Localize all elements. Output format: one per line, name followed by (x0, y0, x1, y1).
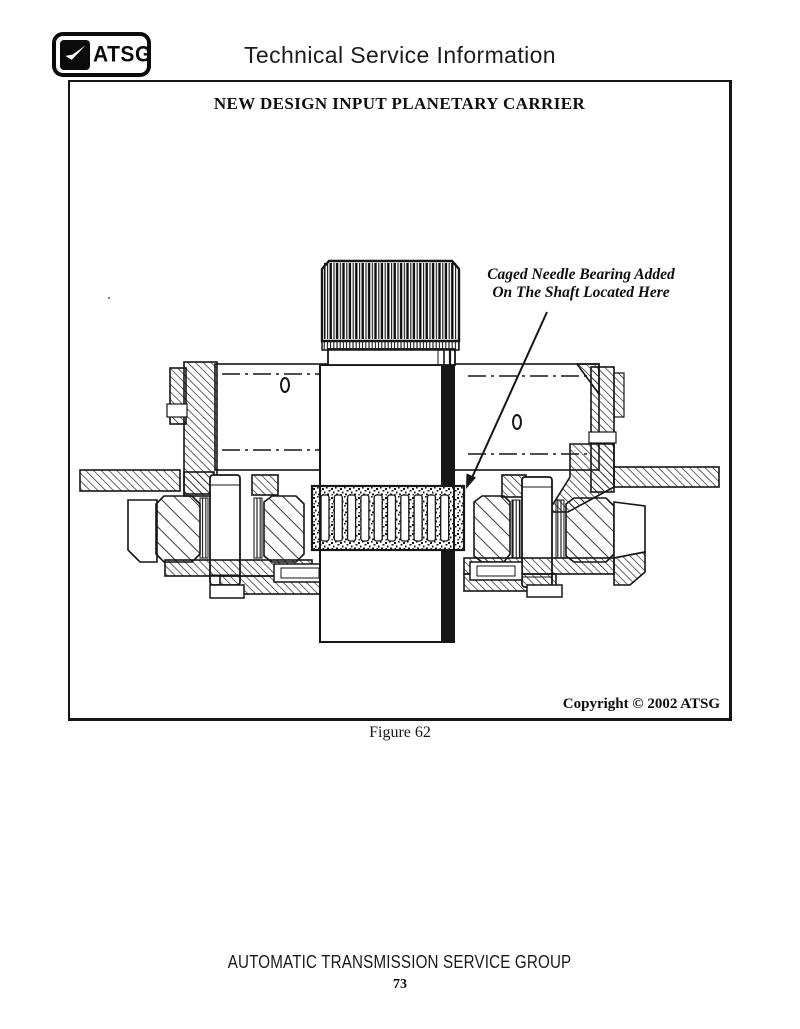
page-title: Technical Service Information (243, 42, 556, 68)
annotation-line-2: On The Shaft Located Here (492, 284, 670, 302)
page-number: 73 (393, 977, 407, 992)
annotation-line-1: Caged Needle Bearing Added (487, 266, 675, 283)
left-inner-web (251, 474, 279, 496)
left-window-inner (280, 567, 320, 579)
right-outer-bracket (613, 501, 646, 559)
right-flange (613, 466, 720, 488)
print-speck (108, 297, 110, 299)
figure-caption: Figure 62 (369, 724, 431, 741)
right-needles-outer (555, 499, 565, 559)
right-pin-foot (526, 584, 563, 598)
right-window-inner (476, 565, 516, 577)
right-needles-inner (511, 499, 521, 559)
oil-hole-right (512, 414, 522, 430)
shaft-collar (327, 348, 456, 366)
left-gear-outer (155, 495, 201, 563)
figure-box: NEW DESIGN INPUT PLANETARY CARRIER Caged… (68, 80, 732, 721)
left-rim-notch (166, 403, 188, 418)
shaft-shadow-upper (441, 365, 454, 487)
leader-arrow (466, 311, 548, 489)
right-rim-step (613, 372, 625, 418)
needle-rollers (320, 494, 450, 542)
left-needles-inner (253, 497, 263, 559)
checkmark-icon (60, 39, 90, 70)
left-needles-outer (199, 497, 209, 559)
bottom-plate-right-end (613, 551, 646, 586)
atsg-logo: ATSG (52, 32, 151, 77)
annotation-callout: Caged Needle Bearing Added On The Shaft … (460, 266, 702, 303)
left-gear-inner (263, 495, 305, 563)
planetary-carrier-diagram (79, 259, 720, 643)
spline-relief-band (321, 340, 460, 351)
logo-text: ATSG (93, 41, 152, 67)
figure-title: NEW DESIGN INPUT PLANETARY CARRIER (213, 94, 586, 113)
footer-organization-text: AUTOMATIC TRANSMISSION SERVICE GROUP (228, 951, 572, 972)
left-web (183, 471, 215, 497)
carrier-cross-section (79, 259, 720, 643)
shaft-splines (324, 263, 457, 339)
left-outer-bracket (127, 499, 158, 563)
oil-hole-left (280, 377, 290, 393)
right-gear-outer (565, 497, 615, 563)
left-flange (79, 469, 181, 492)
copyright-notice: Copyright © 2002 ATSG (562, 696, 720, 712)
shaft-shadow-lower (441, 549, 454, 642)
left-pin-foot (209, 584, 245, 599)
caged-needle-bearing (310, 484, 466, 552)
right-gear-inner (473, 495, 511, 563)
footer-organization: AUTOMATIC TRANSMISSION SERVICE GROUP (0, 951, 800, 973)
right-rim-notch (588, 431, 617, 444)
